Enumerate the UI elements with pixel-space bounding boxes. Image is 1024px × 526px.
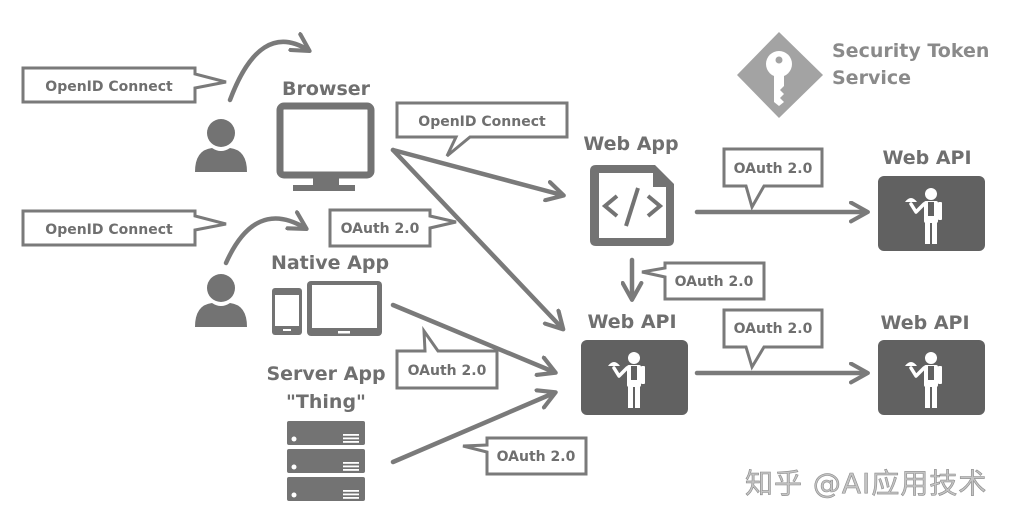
- tablet-icon: [307, 281, 382, 336]
- svg-text:Web API: Web API: [880, 312, 969, 334]
- svg-text:OAuth 2.0: OAuth 2.0: [408, 363, 487, 379]
- callout-native-to-webapi-upper: OAuth 2.0: [328, 208, 457, 248]
- svg-text:OpenID Connect: OpenID Connect: [45, 79, 173, 95]
- key-icon: [737, 32, 823, 118]
- svg-text:OAuth 2.0: OAuth 2.0: [675, 274, 754, 290]
- svg-text:OAuth 2.0: OAuth 2.0: [497, 449, 576, 465]
- server-app-node: Server App "Thing": [266, 363, 386, 501]
- svg-text:OAuth 2.0: OAuth 2.0: [734, 321, 813, 337]
- arrow-browser-to-webapp: [390, 147, 562, 195]
- callout-browser-to-webapp: OpenID Connect: [395, 101, 569, 158]
- svg-text:Server App: Server App: [266, 363, 385, 385]
- arrow-user2-to-native: [223, 219, 305, 266]
- svg-text:Browser: Browser: [282, 78, 371, 100]
- user-icon: [195, 119, 247, 172]
- monitor-icon: [276, 102, 375, 191]
- callout-user2-to-native: OpenID Connect: [21, 209, 227, 247]
- svg-text:"Thing": "Thing": [286, 391, 366, 413]
- watermark: 知乎 @AI应用技术: [745, 467, 987, 500]
- svg-text:Web App: Web App: [583, 133, 678, 155]
- web-app-node: Web App: [583, 133, 679, 246]
- svg-text:Service: Service: [832, 67, 911, 89]
- callout-webapi-to-bottom-api: OAuth 2.0: [722, 308, 824, 371]
- svg-text:Security Token: Security Token: [832, 40, 989, 62]
- security-token-service-node: Security Token Service: [737, 32, 989, 118]
- svg-text:Native App: Native App: [271, 252, 389, 274]
- web-api-bottom-right-node: Web API: [878, 312, 985, 415]
- callout-user1-to-browser: OpenID Connect: [21, 66, 227, 104]
- arrow-browser-to-webapi: [390, 147, 562, 328]
- browser-node: Browser: [276, 78, 375, 191]
- callout-webapp-to-top-api: OAuth 2.0: [722, 147, 824, 211]
- phone-icon: [272, 288, 302, 335]
- callout-webapp-to-webapi: OAuth 2.0: [641, 261, 766, 301]
- callout-server-to-webapi: OAuth 2.0: [462, 436, 588, 476]
- arrow-user1-to-browser: [227, 42, 308, 103]
- code-file-icon: [590, 165, 674, 246]
- web-api-top-right-node: Web API: [878, 147, 985, 251]
- arrow-native-to-webapi: [390, 302, 554, 372]
- native-app-node: Native App: [271, 252, 389, 336]
- svg-text:Web API: Web API: [587, 311, 676, 333]
- web-api-center-node: Web API: [581, 311, 688, 415]
- server-icon: [287, 421, 365, 501]
- svg-text:OAuth 2.0: OAuth 2.0: [734, 161, 813, 177]
- user-icon: [195, 274, 247, 327]
- svg-text:OpenID Connect: OpenID Connect: [45, 222, 173, 238]
- svg-text:Web API: Web API: [882, 147, 971, 169]
- svg-text:OAuth 2.0: OAuth 2.0: [341, 221, 420, 237]
- svg-text:OpenID Connect: OpenID Connect: [418, 114, 546, 130]
- callout-native-to-webapi-lower: OAuth 2.0: [395, 325, 499, 390]
- arrow-server-to-webapi: [390, 393, 554, 465]
